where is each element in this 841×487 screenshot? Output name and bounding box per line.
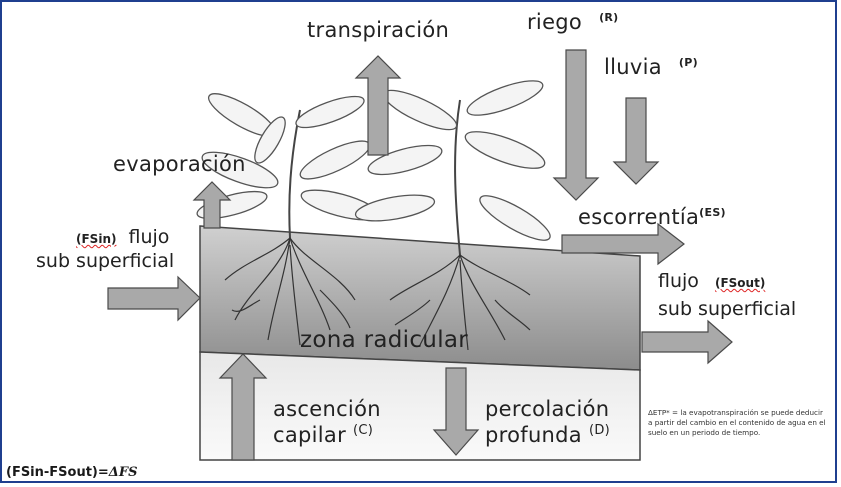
- fsout-code: (FSout): [714, 276, 766, 290]
- rain-text: lluvia: [604, 55, 662, 79]
- irrigation-text: riego: [527, 10, 583, 34]
- fsin-code: (FSin): [76, 232, 117, 246]
- capillary-rise-label-line1: ascención: [273, 397, 381, 421]
- irrigation-label: riego (R): [527, 10, 619, 34]
- runoff-label: escorrentía(ES): [578, 205, 726, 229]
- capillary-text: capilar: [273, 423, 347, 447]
- percolation-text: profunda: [485, 423, 582, 447]
- subsurface-out-label-line1: flujo (FSout): [658, 270, 765, 292]
- subsurface-out-arrow: [641, 319, 733, 365]
- deep-percolation-label-line2: profunda (D): [485, 423, 610, 447]
- formula-left: (FSin-FSout)=: [6, 465, 109, 480]
- transpiration-label: transpiración: [307, 18, 450, 42]
- subsurface-in-arrow: [107, 275, 201, 322]
- irrigation-code: (R): [599, 11, 619, 24]
- subsurface-out-label-line2: sub superficial: [658, 298, 797, 320]
- soil-block: [199, 225, 641, 461]
- roots-right: [389, 254, 531, 351]
- capillary-code: (C): [353, 423, 374, 438]
- flujo-out-text: flujo: [658, 270, 699, 292]
- evapotranspiration-note: ΔETP* = la evapotranspiración se puede d…: [648, 408, 826, 437]
- plant-right: [354, 80, 551, 256]
- runoff-text: escorrentía: [578, 205, 700, 229]
- capillary-rise-label-line2: capilar (C): [273, 423, 373, 447]
- rain-arrow: [612, 97, 660, 185]
- evaporation-arrow: [192, 181, 232, 229]
- water-balance-formula: (FSin-FSout)=ΔFS: [6, 465, 138, 480]
- irrigation-arrow: [552, 49, 600, 201]
- root-zone-label: zona radicular: [300, 327, 469, 353]
- roots-left: [224, 237, 356, 346]
- evaporation-label: evaporación: [113, 152, 246, 176]
- percolation-code: (D): [588, 423, 611, 438]
- runoff-arrow: [561, 222, 685, 266]
- subsurface-in-label-line2: sub superficial: [36, 250, 175, 272]
- rain-code: (P): [678, 56, 698, 69]
- deep-percolation-label-line1: percolación: [485, 397, 610, 421]
- deep-percolation-arrow: [432, 367, 480, 456]
- runoff-code: (ES): [699, 206, 726, 219]
- capillary-rise-arrow: [218, 353, 268, 461]
- subsurface-in-label-line1: (FSin) flujo: [76, 226, 169, 248]
- transpiration-arrow: [354, 55, 402, 156]
- subsoil-layer: [199, 351, 641, 461]
- flujo-in-text: flujo: [128, 226, 170, 248]
- rain-label: lluvia (P): [604, 55, 698, 79]
- formula-right: ΔFS: [108, 465, 138, 480]
